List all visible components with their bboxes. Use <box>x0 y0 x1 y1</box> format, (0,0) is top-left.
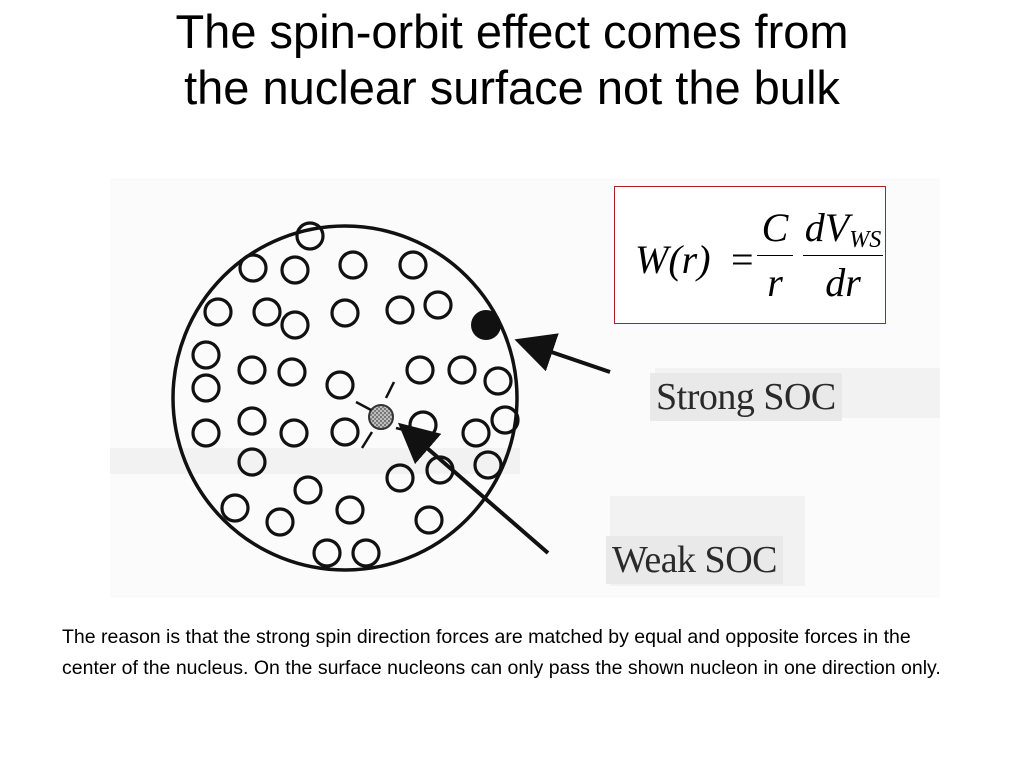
nucleon <box>423 290 453 320</box>
nucleon <box>414 505 444 535</box>
title-line-1: The spin-orbit effect comes from <box>175 5 849 58</box>
nucleon <box>385 463 415 493</box>
nucleon <box>351 538 381 568</box>
fraction-bar <box>757 255 793 256</box>
nucleon <box>252 297 282 327</box>
nucleon <box>279 418 309 448</box>
fraction-2-subscript: WS <box>849 227 882 253</box>
arrow-weak-soc <box>397 422 550 555</box>
nucleon <box>295 221 325 251</box>
slide-title: The spin-orbit effect comes from the nuc… <box>0 4 1024 116</box>
nucleon <box>330 298 360 328</box>
fraction-2-numerator-main: dV <box>804 205 850 250</box>
formula-lhs: W(r) <box>635 237 711 282</box>
nucleon <box>277 357 307 387</box>
surface-nucleon <box>471 310 501 340</box>
nucleon <box>220 493 250 523</box>
formula-fraction-1: C r <box>757 205 793 306</box>
nucleon <box>238 253 268 283</box>
weak-soc-label: Weak SOC <box>606 536 783 584</box>
nucleon <box>293 475 323 505</box>
formula-fraction-2: dVWS dr <box>803 205 883 306</box>
nucleus-outline <box>171 224 519 572</box>
nucleon <box>191 418 221 448</box>
formula-equals: = <box>731 237 754 282</box>
nucleon <box>483 366 513 396</box>
center-nucleon <box>368 404 394 430</box>
arrow-strong-soc <box>514 333 611 374</box>
fraction-2-denominator: dr <box>825 260 861 305</box>
nucleon <box>312 538 342 568</box>
nucleon <box>490 405 520 435</box>
nucleon <box>191 373 221 403</box>
spin-orbit-formula: W(r) = C r dVWS dr <box>635 205 883 310</box>
fraction-2-numerator: dVWS <box>803 205 883 253</box>
nucleon <box>447 355 477 385</box>
formula-box: W(r) = C r dVWS dr <box>614 186 886 324</box>
fraction-1-numerator: C <box>761 205 789 250</box>
nucleon <box>203 297 233 327</box>
title-line-2: the nuclear surface not the bulk <box>184 61 840 114</box>
nucleon <box>191 340 221 370</box>
nucleon <box>461 418 491 448</box>
nucleon <box>398 250 428 280</box>
nucleon <box>280 310 310 340</box>
nucleon <box>325 370 355 400</box>
nucleon <box>338 250 368 280</box>
strong-soc-label: Strong SOC <box>650 373 842 421</box>
nucleon <box>237 447 267 477</box>
nucleon <box>265 507 295 537</box>
fraction-bar <box>803 255 883 256</box>
nucleon <box>405 355 435 385</box>
nucleon <box>237 355 267 385</box>
nucleon <box>473 450 503 480</box>
nucleon <box>330 417 360 447</box>
caption-text: The reason is that the strong spin direc… <box>62 626 941 679</box>
nucleon <box>237 406 267 436</box>
nucleon <box>280 255 310 285</box>
nucleon <box>335 495 365 525</box>
nucleon <box>385 295 415 325</box>
fraction-1-denominator: r <box>767 260 783 305</box>
